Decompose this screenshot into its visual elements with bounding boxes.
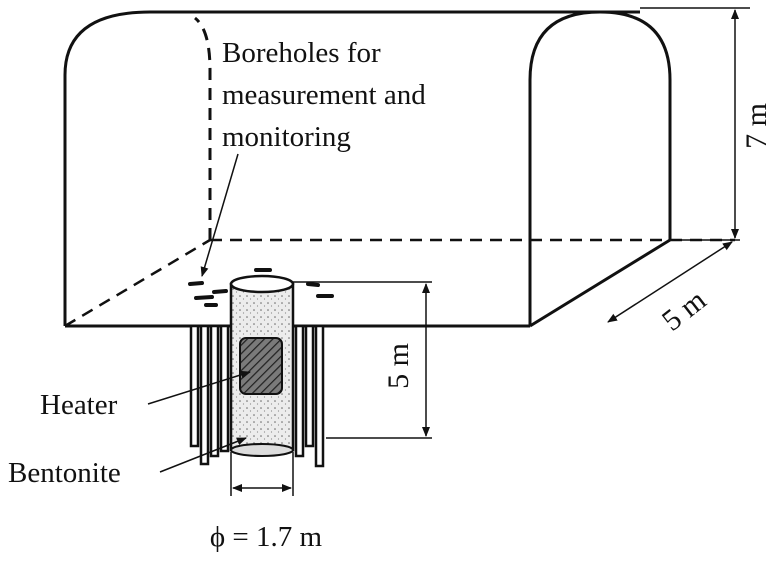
tunnel-front-face [63, 10, 585, 326]
label-diameter: ϕ = 1.7 m [210, 521, 323, 553]
label-width-5m: 5 m [656, 283, 712, 337]
label-height-7m: 7 m [740, 103, 769, 149]
monitoring-boreholes [189, 324, 325, 468]
tunnel-floor-right-edge [529, 238, 671, 328]
label-bentonite: Bentonite [8, 457, 121, 489]
label-depth-5m: 5 m [382, 343, 415, 389]
heater-element [239, 337, 283, 395]
tunnel-hidden-arch [193, 16, 212, 240]
tunnel-back-arch [528, 10, 672, 326]
label-boreholes-line3: monitoring [222, 121, 351, 153]
dim-line-width [607, 241, 733, 323]
leader-bentonite [159, 437, 247, 473]
label-heater: Heater [40, 389, 118, 421]
label-boreholes-line2: measurement and [222, 79, 426, 111]
tunnel-hidden-floor-left [64, 238, 211, 328]
leader-boreholes [200, 153, 239, 277]
leader-heater [147, 370, 251, 405]
borehole-marks [188, 268, 334, 307]
label-boreholes-line1: Boreholes for [222, 37, 381, 69]
